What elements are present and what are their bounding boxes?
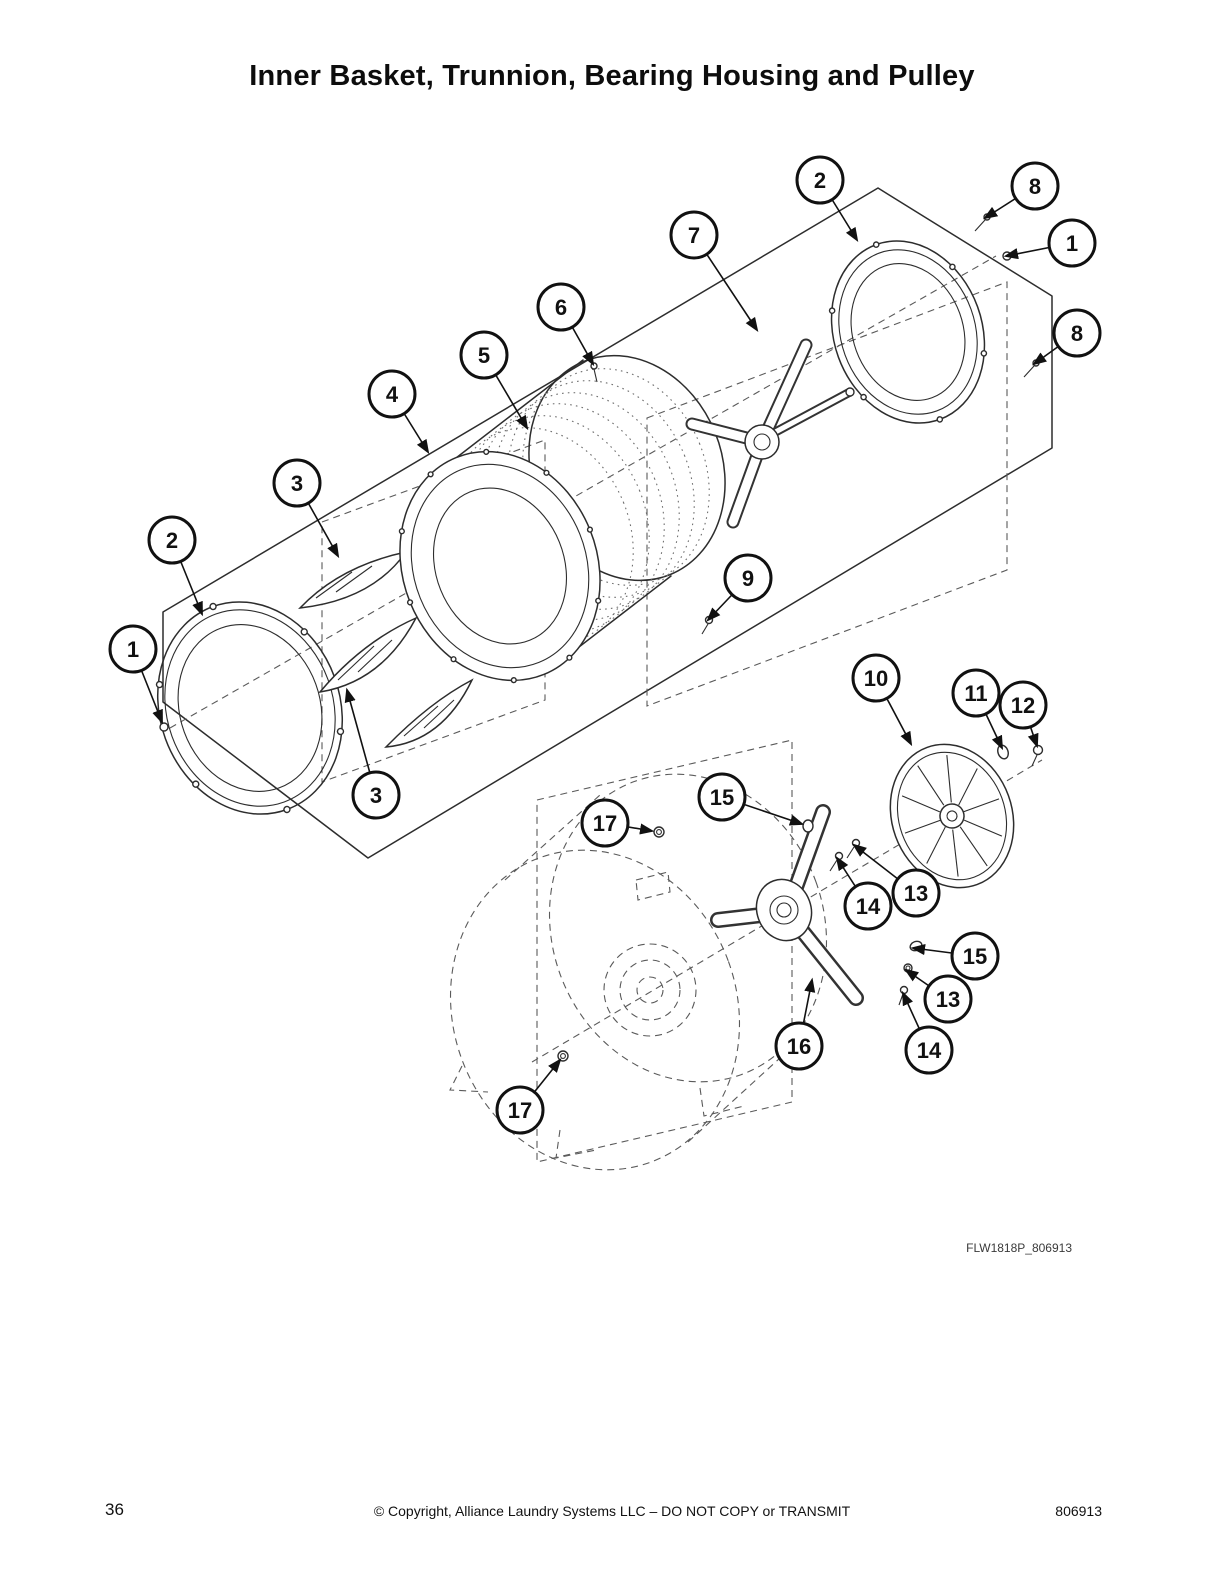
callout-number: 14 — [856, 894, 881, 919]
callout-bubble — [272, 458, 322, 508]
callout-bubble — [851, 653, 901, 703]
callout-9: 9 — [706, 553, 773, 622]
callout-17: 17 — [580, 798, 655, 848]
callout-bubble — [723, 553, 773, 603]
callout-1: 1 — [1003, 218, 1097, 268]
callout-13: 13 — [904, 968, 973, 1024]
callout-number: 5 — [478, 343, 490, 368]
callout-bubble — [147, 515, 197, 565]
callout-number: 9 — [742, 566, 754, 591]
callout-number: 3 — [291, 471, 303, 496]
callout-8: 8 — [982, 161, 1060, 220]
callout-bubble — [351, 770, 401, 820]
callout-2: 2 — [147, 515, 203, 617]
callout-1: 1 — [108, 624, 163, 725]
footer-page-number: 36 — [105, 1500, 124, 1519]
callout-bubble — [904, 1025, 954, 1075]
callout-15: 15 — [697, 772, 805, 826]
callout-3: 3 — [344, 687, 401, 820]
callout-3: 3 — [272, 458, 340, 559]
callout-bubble — [697, 772, 747, 822]
callout-12: 12 — [998, 680, 1048, 749]
outer-tub-dashed — [406, 735, 869, 1211]
callout-5: 5 — [459, 330, 529, 431]
callout-bubble — [951, 668, 1001, 718]
callout-number: 13 — [936, 987, 960, 1012]
page-title: Inner Basket, Trunnion, Bearing Housing … — [249, 60, 975, 92]
callout-number: 10 — [864, 666, 888, 691]
callout-bubble — [795, 155, 845, 205]
callout-bubble — [669, 210, 719, 260]
callout-number: 7 — [688, 223, 700, 248]
callout-17: 17 — [495, 1058, 562, 1135]
callout-number: 4 — [386, 382, 399, 407]
callout-number: 11 — [964, 681, 987, 706]
callout-bubble — [459, 330, 509, 380]
callout-14: 14 — [902, 990, 954, 1075]
callout-bubble — [950, 931, 1000, 981]
callout-10: 10 — [851, 653, 913, 747]
pulley — [871, 727, 1034, 905]
callout-bubble — [367, 369, 417, 419]
callout-bubble — [843, 881, 893, 931]
callout-number: 6 — [555, 295, 567, 320]
callout-bubble — [774, 1021, 824, 1071]
callout-number: 3 — [370, 783, 382, 808]
footer-copyright: © Copyright, Alliance Laundry Systems LL… — [373, 1503, 851, 1519]
trunnion-spider — [692, 345, 854, 522]
front-balance-ring — [127, 573, 372, 843]
callout-number: 14 — [917, 1038, 942, 1063]
callout-6: 6 — [536, 282, 595, 367]
callout-number: 15 — [710, 785, 734, 810]
callout-15: 15 — [910, 931, 1000, 981]
callout-bubble — [1010, 161, 1060, 211]
boundary-outline — [163, 188, 1052, 858]
callout-2: 2 — [795, 155, 859, 243]
callout-11: 11 — [951, 668, 1004, 751]
callout-8: 8 — [1032, 308, 1102, 366]
callout-bubble — [1052, 308, 1102, 358]
callout-bubble — [891, 868, 941, 918]
callout-bubble — [998, 680, 1048, 730]
inner-basket-drum — [364, 326, 758, 712]
callout-bubble — [1047, 218, 1097, 268]
callout-bubble — [580, 798, 630, 848]
callout-13: 13 — [852, 843, 941, 918]
callout-number: 17 — [508, 1098, 532, 1123]
callout-7: 7 — [669, 210, 759, 333]
figure-code: FLW1818P_806913 — [966, 1241, 1072, 1255]
callout-bubble — [108, 624, 158, 674]
callout-number: 17 — [593, 811, 617, 836]
lifter-vanes — [300, 552, 472, 747]
callout-number: 2 — [166, 528, 178, 553]
callout-number: 12 — [1011, 693, 1035, 718]
footer-doc-number: 806913 — [1055, 1503, 1102, 1519]
callout-number: 16 — [787, 1034, 811, 1059]
callout-bubble — [495, 1085, 545, 1135]
callout-number: 13 — [904, 881, 928, 906]
callout-number: 1 — [1066, 231, 1078, 256]
rear-balance-ring — [806, 217, 1010, 447]
callout-number: 15 — [963, 944, 987, 969]
callout-14: 14 — [835, 855, 893, 931]
callout-number: 2 — [814, 168, 826, 193]
callout-number: 1 — [127, 637, 139, 662]
callout-number: 8 — [1071, 321, 1083, 346]
bearing-housing-spider — [718, 812, 856, 998]
callout-4: 4 — [367, 369, 430, 455]
callout-bubble — [536, 282, 586, 332]
callout-bubble — [923, 974, 973, 1024]
callout-16: 16 — [774, 977, 824, 1071]
callout-number: 8 — [1029, 174, 1041, 199]
